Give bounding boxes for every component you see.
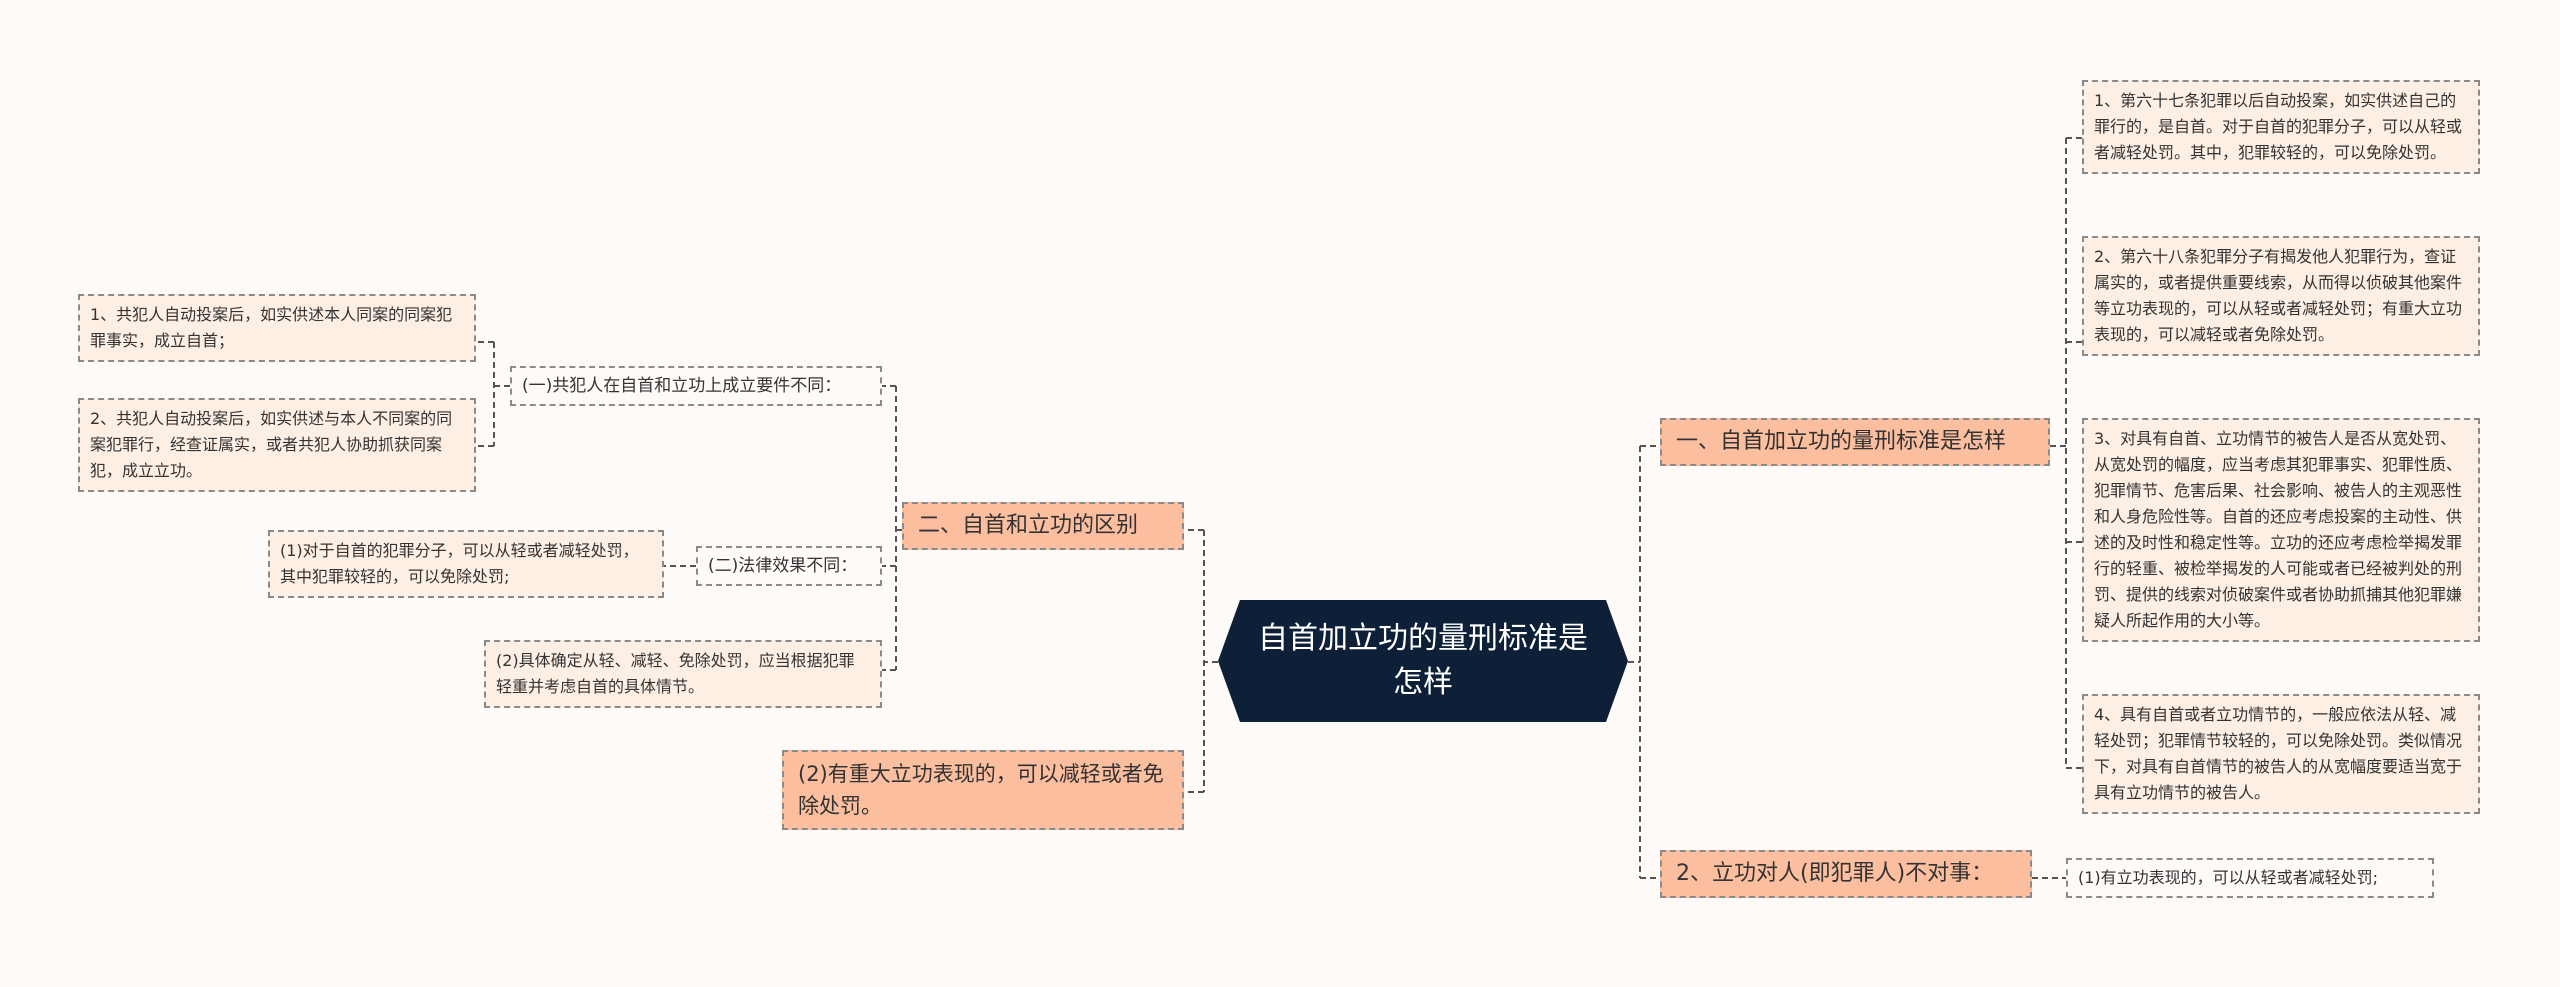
leaf-article-68[interactable]: 2、第六十八条犯罪分子有揭发他人犯罪行为，查证属实的，或者提供重要线索，从而得以… [2082, 236, 2480, 356]
branch-major-merit[interactable]: (2)有重大立功表现的，可以减轻或者免除处罚。 [782, 750, 1184, 830]
leaf-leniency-factors[interactable]: 3、对具有自首、立功情节的被告人是否从宽处罚、从宽处罚的幅度，应当考虑其犯罪事实… [2082, 418, 2480, 642]
sub-legal-effect[interactable]: (二)法律效果不同： [696, 546, 882, 586]
sub-requirements[interactable]: (一)共犯人在自首和立功上成立要件不同： [510, 366, 882, 406]
leaf-merit-performance[interactable]: (1)有立功表现的，可以从轻或者减轻处罚; [2066, 858, 2434, 898]
leaf-accomplice-surrender[interactable]: 1、共犯人自动投案后，如实供述本人同案的同案犯罪事实，成立自首； [78, 294, 476, 362]
center-hexagon [1218, 600, 1628, 722]
branch-merit-person[interactable]: 2、立功对人(即犯罪人)不对事： [1660, 850, 2032, 898]
leaf-leniency-scope[interactable]: 4、具有自首或者立功情节的，一般应依法从轻、减轻处罚；犯罪情节较轻的，可以免除处… [2082, 694, 2480, 814]
branch-standard[interactable]: 一、自首加立功的量刑标准是怎样 [1660, 418, 2050, 466]
leaf-surrender-effect[interactable]: (1)对于自首的犯罪分子，可以从轻或者减轻处罚，其中犯罪较轻的，可以免除处罚; [268, 530, 664, 598]
center-node[interactable]: 自首加立功的量刑标准是怎样 [1218, 600, 1628, 722]
branch-difference[interactable]: 二、自首和立功的区别 [902, 502, 1184, 550]
leaf-accomplice-merit[interactable]: 2、共犯人自动投案后，如实供述与本人不同案的同案犯罪行，经查证属实，或者共犯人协… [78, 398, 476, 492]
leaf-determine-leniency[interactable]: (2)具体确定从轻、减轻、免除处罚，应当根据犯罪轻重并考虑自首的具体情节。 [484, 640, 882, 708]
center-title: 自首加立功的量刑标准是怎样 [1258, 621, 1588, 700]
leaf-article-67[interactable]: 1、第六十七条犯罪以后自动投案，如实供述自己的罪行的，是自首。对于自首的犯罪分子… [2082, 80, 2480, 174]
